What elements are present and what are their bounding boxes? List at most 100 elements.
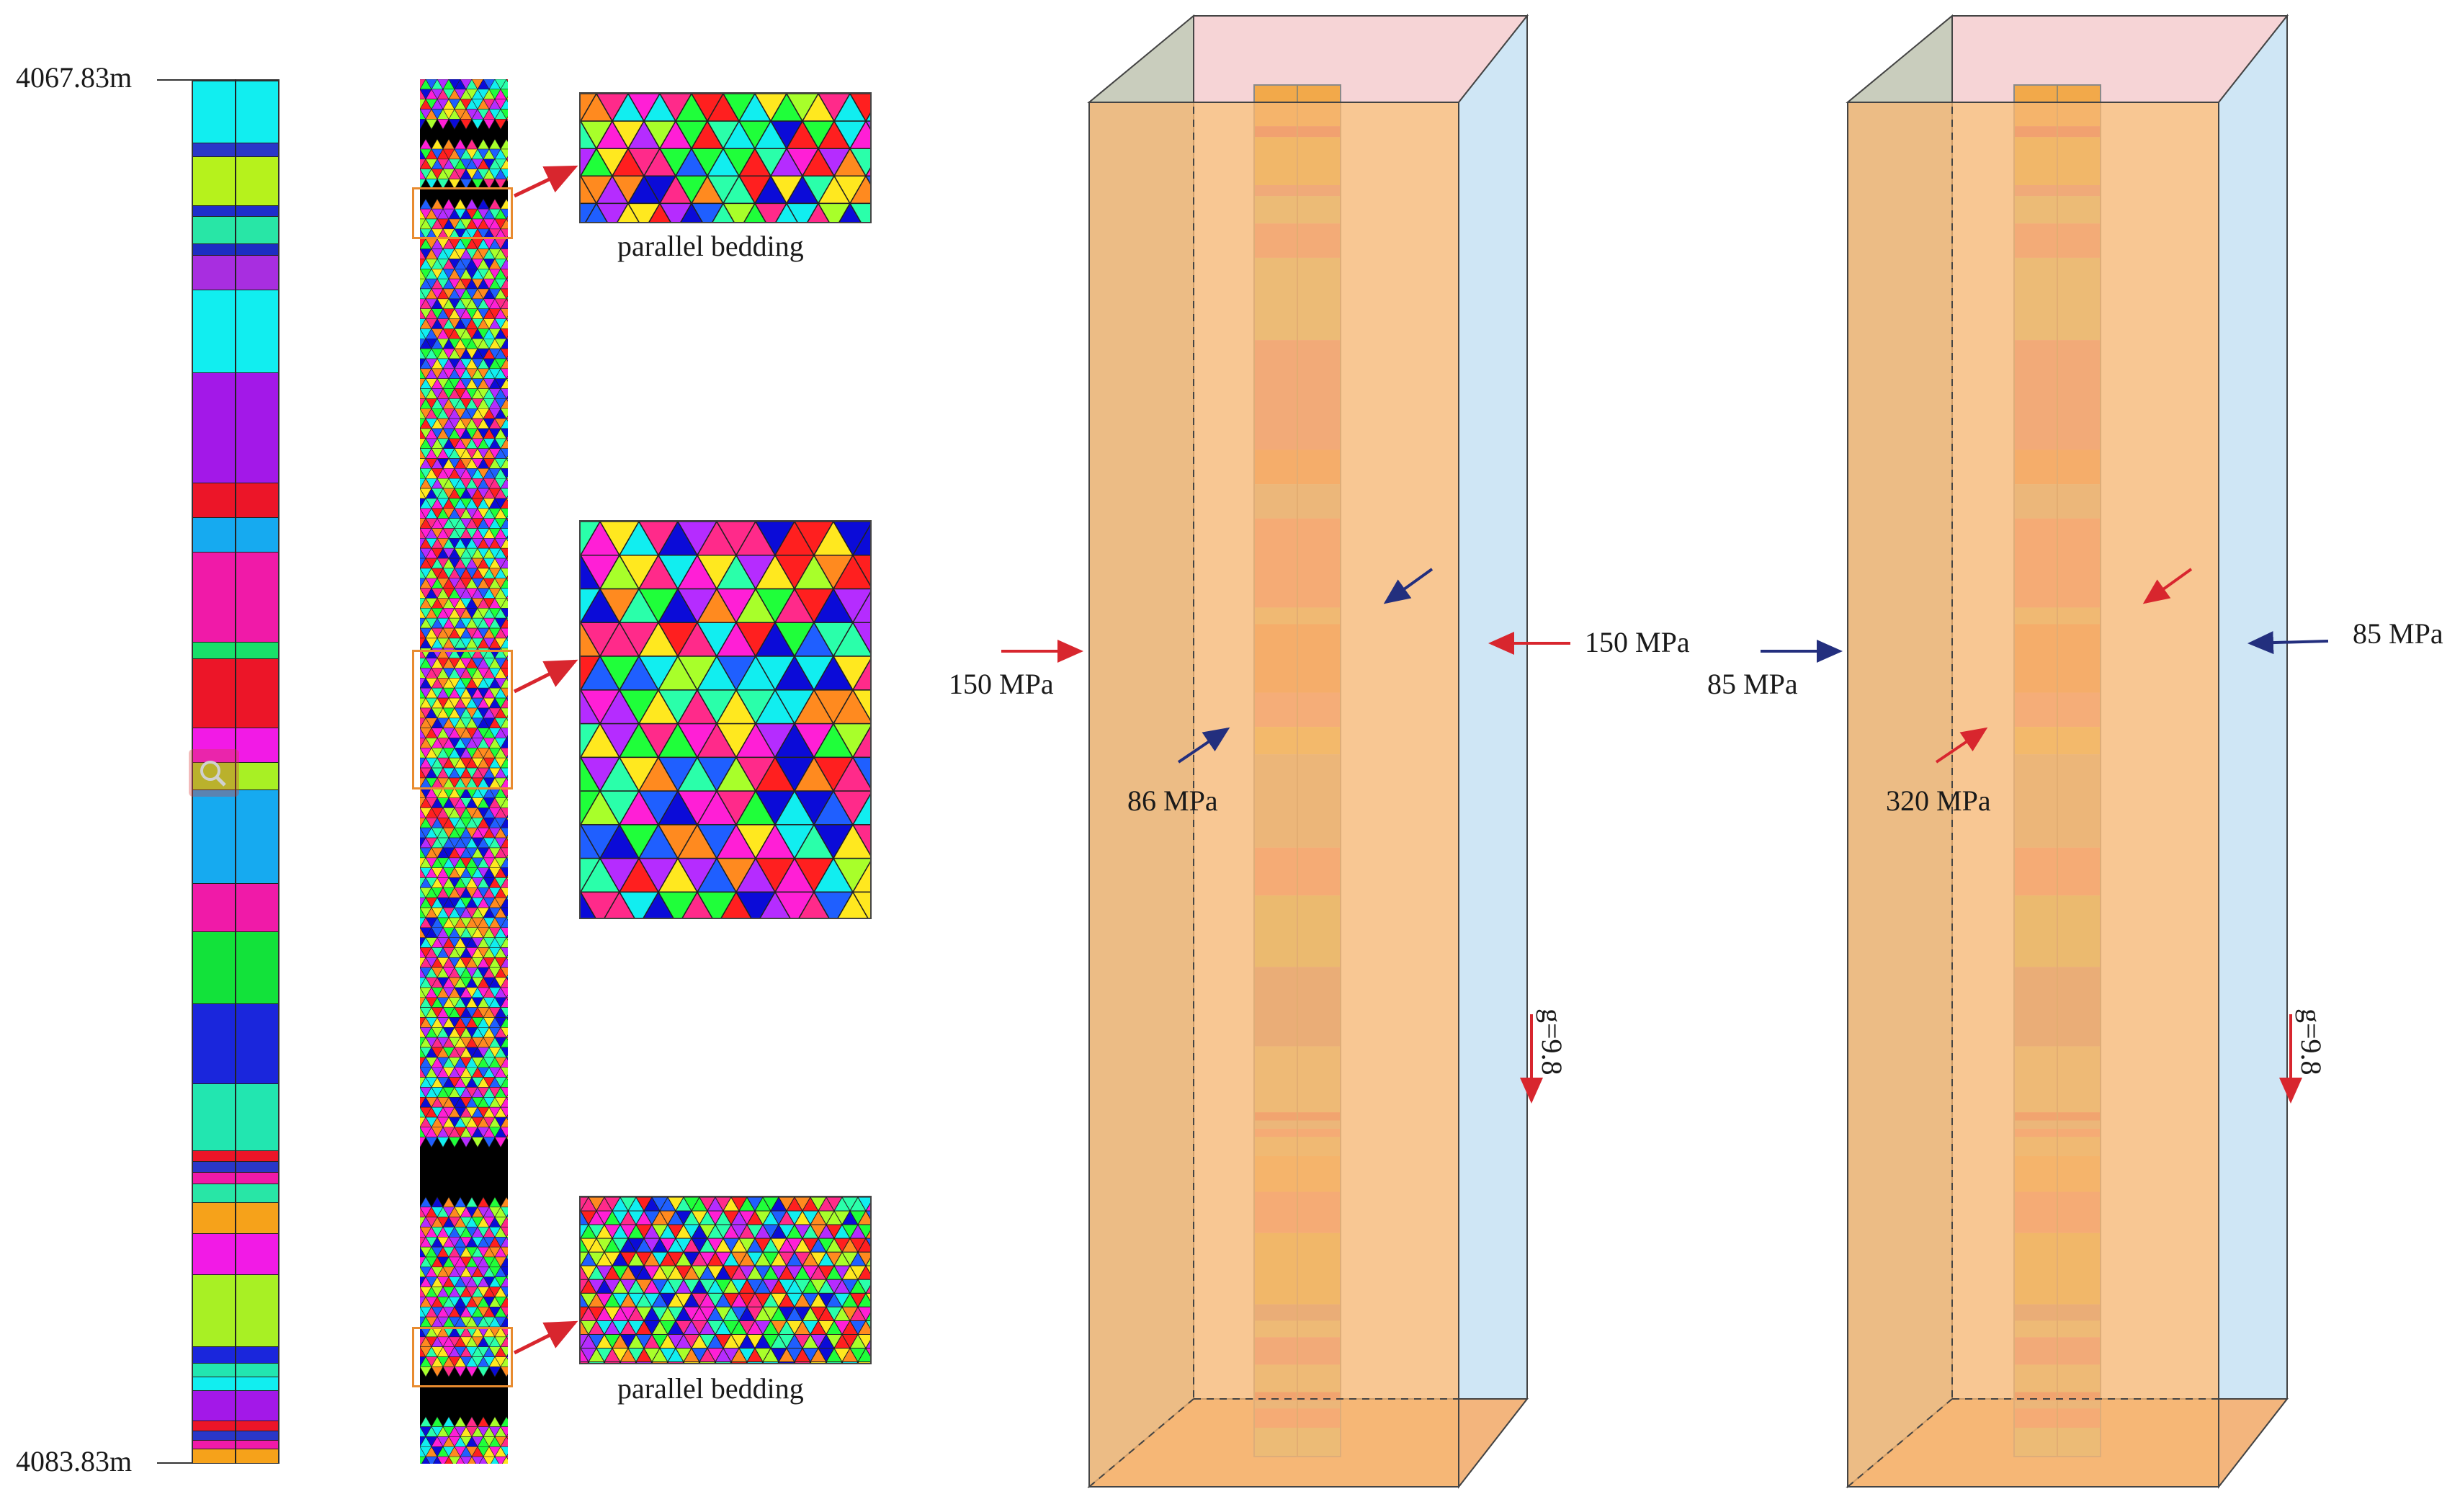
mesh-cell	[851, 622, 870, 654]
box2-stress-depth-label: 320 MPa	[1886, 784, 1991, 817]
mesh-cell	[494, 179, 507, 190]
box2-gravity-label: g=9.8	[2295, 1008, 2327, 1075]
mesh-cell	[851, 891, 870, 918]
box1-front-face	[1088, 102, 1459, 1488]
mesh-cell	[431, 1366, 444, 1377]
mesh-cell	[865, 1320, 870, 1329]
mesh-cell	[864, 112, 870, 122]
box2-right-face	[2218, 14, 2288, 1489]
zoom-box-lower	[412, 1327, 513, 1387]
mesh-cell	[746, 1361, 764, 1363]
mesh-cell	[762, 1361, 779, 1363]
mesh-cell	[442, 1366, 455, 1377]
mesh-cell	[448, 1137, 461, 1148]
mesh-cell	[778, 1361, 795, 1363]
mesh-cell	[851, 658, 870, 691]
mesh-cell	[604, 1361, 621, 1363]
mesh-cell	[864, 175, 870, 185]
mesh-cell	[715, 1361, 732, 1363]
mesh-cell	[851, 861, 870, 893]
mesh-cell	[460, 179, 473, 190]
zoom-box-upper	[412, 187, 513, 239]
mesh-cell	[635, 1361, 653, 1363]
model-box-right	[1846, 14, 2289, 1489]
box1-hidden-edge-diagonal	[1088, 1398, 1194, 1488]
mesh-cell	[471, 1137, 484, 1148]
mesh-cell	[471, 179, 484, 190]
mesh-cell	[620, 1361, 637, 1363]
mesh-cell	[437, 1137, 449, 1148]
mesh-cell	[465, 1366, 478, 1377]
mesh-panel-lower	[579, 1196, 872, 1364]
depth-label-top: 4067.83m	[16, 61, 133, 94]
mesh-cell	[841, 1361, 859, 1363]
magnifier-icon	[189, 749, 239, 797]
mesh-cell	[865, 1210, 870, 1220]
mesh-cell	[448, 179, 461, 190]
mesh-cell	[864, 167, 870, 177]
zoom-arrow-lower	[513, 1320, 578, 1355]
mesh-cell	[483, 179, 496, 190]
mesh-cell	[477, 1366, 490, 1377]
zoom-arrow-middle	[513, 659, 578, 694]
mesh-cell	[494, 119, 507, 130]
mesh-cell	[419, 1366, 432, 1377]
mesh-cell	[448, 119, 461, 130]
mesh-cell	[488, 1366, 501, 1377]
zoom-arrow-upper	[513, 165, 578, 198]
mesh-cell	[851, 824, 870, 856]
mesh-cell	[683, 1361, 700, 1363]
depth-label-bottom: 4083.83m	[16, 1445, 133, 1477]
box2-stress-left-label: 85 MPa	[1707, 668, 1798, 700]
mesh-cell	[651, 1361, 668, 1363]
box2-stress-right-label: 85 MPa	[2353, 617, 2443, 650]
mesh-cell	[857, 1361, 870, 1363]
mesh-cell	[437, 119, 449, 130]
box1-gravity-label: g=9.8	[1536, 1008, 1568, 1075]
mesh-cell	[865, 1340, 870, 1349]
box2-arrow-right	[2247, 631, 2329, 655]
mesh-cell	[865, 1202, 870, 1212]
mesh-cell	[865, 1230, 870, 1239]
mesh-cell	[849, 202, 870, 222]
depth-tick-top	[157, 79, 193, 81]
mesh-cell	[851, 555, 870, 586]
mesh-cell	[826, 1361, 843, 1363]
strata-log-centerline	[235, 79, 236, 1464]
mesh-cell	[865, 1257, 870, 1266]
mesh-cell	[865, 1348, 870, 1356]
mesh-cell	[851, 524, 870, 556]
mesh-cell	[588, 1361, 605, 1363]
mesh-cell	[460, 1137, 473, 1148]
box1-right-face	[1458, 14, 1528, 1489]
mesh-cell	[425, 119, 438, 130]
caption-upper: parallel bedding	[617, 230, 804, 262]
box2-arrow-depth-front	[1935, 727, 1988, 764]
model-box-left	[1087, 14, 1529, 1489]
box1-stress-depth-label: 86 MPa	[1127, 784, 1218, 817]
mesh-cell	[865, 1312, 870, 1321]
zoom-box-middle	[412, 650, 513, 789]
mesh-cell	[851, 591, 870, 624]
mesh-cell	[425, 179, 438, 190]
mesh-cell	[851, 756, 870, 789]
mesh-cell	[483, 1137, 496, 1148]
mesh-cell	[483, 119, 496, 130]
mesh-cell	[865, 1292, 870, 1302]
depth-tick-bottom	[157, 1462, 193, 1464]
box1-arrow-depth-back	[1383, 568, 1433, 604]
mesh-cell	[425, 1137, 438, 1148]
mesh-cell	[730, 1361, 748, 1363]
mesh-panel-upper	[579, 92, 872, 223]
mesh-cell	[849, 148, 870, 177]
box2-front-face	[1847, 102, 2219, 1488]
mesh-cell	[437, 179, 449, 190]
box1-stress-left-label: 150 MPa	[949, 668, 1054, 700]
mesh-cell	[460, 119, 473, 130]
box1-stress-right-label: 150 MPa	[1585, 626, 1690, 658]
mesh-cell	[865, 1284, 870, 1294]
mesh-cell	[794, 1361, 811, 1363]
mesh-cell	[699, 1361, 716, 1363]
mesh-cell	[851, 726, 870, 759]
